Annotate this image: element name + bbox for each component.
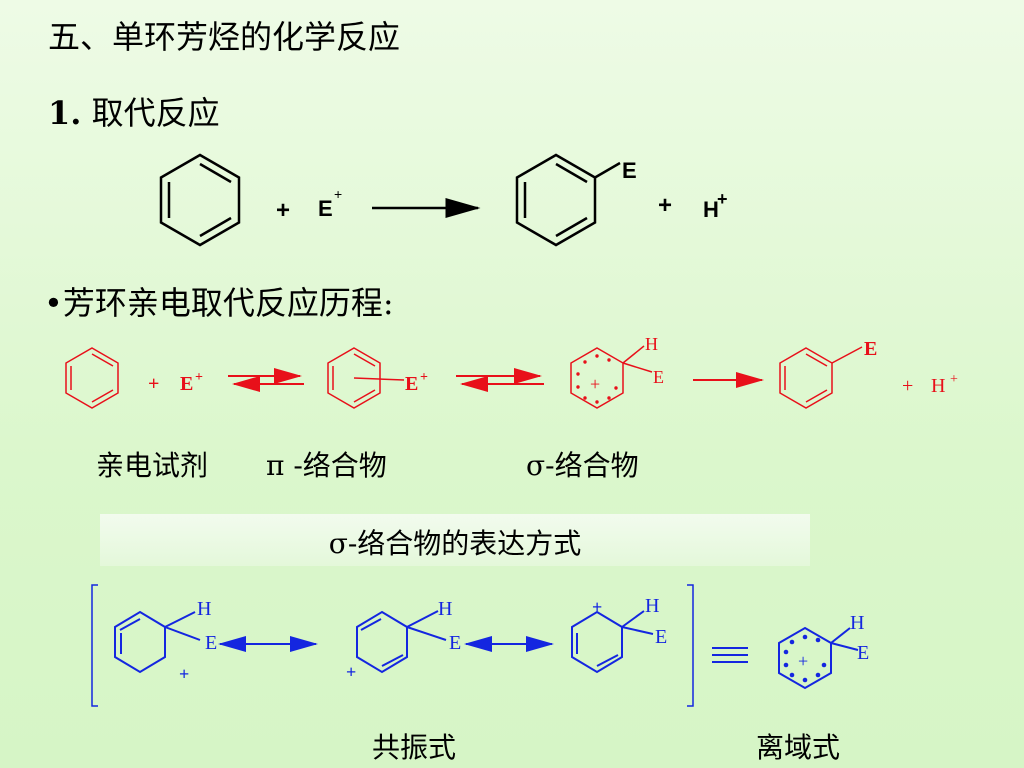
sigma-complex-H: H	[645, 334, 658, 354]
res1-E: E	[205, 632, 217, 654]
subtitle-number: 1.	[48, 94, 82, 132]
res2-H: H	[438, 598, 452, 620]
sigma-complex-E: E	[653, 367, 664, 387]
res3-E: E	[655, 626, 667, 648]
mech-proton-charge: +	[950, 372, 958, 387]
mech-equilibrium-arrow-1	[228, 368, 304, 392]
label-electrophile: 亲电试剂	[96, 449, 209, 482]
mech-product-E: E	[864, 338, 877, 360]
mech-product	[779, 346, 863, 409]
resonance-structure-1	[114, 610, 201, 674]
delocalized-H: H	[850, 612, 864, 634]
eq-electrophile-charge: +	[334, 186, 342, 202]
mech-electrophile: E	[180, 373, 193, 395]
mech-plus-2: +	[902, 375, 913, 397]
mech-equilibrium-arrow-2	[456, 368, 544, 392]
res1-charge: +	[179, 664, 189, 684]
sigma-complex-structure	[570, 345, 653, 409]
eq-product-E: E	[622, 158, 637, 183]
res3-H: H	[645, 595, 659, 617]
sigma-symbol: σ	[526, 449, 546, 482]
pi-complex-E: E	[405, 373, 418, 395]
mech-electrophile-charge: +	[195, 370, 203, 385]
res3-charge: +	[592, 597, 602, 617]
bullet: •	[44, 284, 63, 322]
benzene-reactant	[159, 153, 241, 247]
section-title: 五、单环芳烃的化学反应	[48, 18, 401, 56]
eq-electrophile: E	[318, 196, 333, 221]
subtitle-text: 取代反应	[91, 94, 220, 132]
banner: σ-络合物的表达方式	[100, 514, 810, 566]
mech-proton: H	[931, 375, 945, 397]
eq-proton: H	[703, 197, 719, 222]
mechanism-title: 芳环亲电取代反应历程:	[62, 284, 394, 322]
pi-complex-structure	[327, 347, 405, 409]
right-bracket	[687, 584, 694, 707]
delocalized-E: E	[857, 642, 869, 664]
mech-plus-1: +	[148, 373, 159, 395]
eq-plus-2: +	[658, 192, 672, 219]
resonance-structure-2	[356, 610, 447, 674]
resonance-label: 共振式	[372, 731, 457, 764]
subtitle: 1. 取代反应	[48, 88, 220, 134]
mechanism-heading: •芳环亲电取代反应历程:	[44, 278, 394, 324]
resonance-structure-3	[571, 610, 654, 674]
label-sigma-complex: σ-络合物	[526, 444, 639, 484]
benzene-product	[515, 153, 621, 247]
eq-plus-1: +	[276, 197, 290, 224]
left-bracket	[91, 584, 98, 707]
eq-proton-charge: +	[717, 189, 728, 209]
mech-benzene	[65, 347, 119, 409]
label-pi-complex: π -络合物	[266, 444, 387, 484]
res1-H: H	[197, 598, 211, 620]
sigma-complex-text: -络合物	[545, 449, 639, 482]
sigma-complex-charge: +	[590, 374, 600, 394]
pi-symbol: π	[266, 449, 285, 482]
res2-charge: +	[346, 662, 356, 682]
equivalence-sign	[712, 647, 748, 663]
delocalized-structure	[778, 626, 859, 690]
delocalized-label: 离域式	[756, 731, 841, 764]
pi-complex-text: -络合物	[293, 449, 387, 482]
banner-text: σ-络合物的表达方式	[328, 527, 582, 560]
delocalized-charge: +	[798, 651, 808, 671]
res2-E: E	[449, 632, 461, 654]
pi-complex-charge: +	[420, 370, 428, 385]
sigma-complex-dots	[576, 354, 618, 404]
delocalized-dots	[783, 634, 827, 683]
